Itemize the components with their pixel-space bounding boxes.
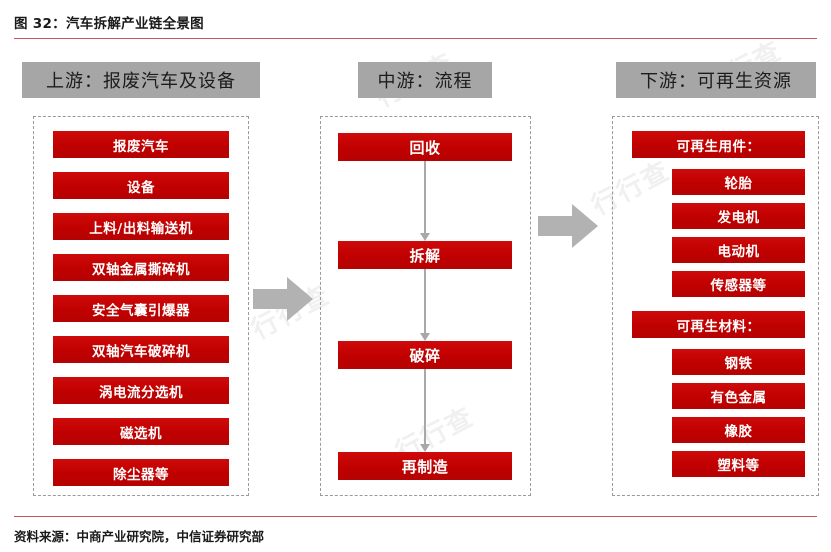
upstream-item[interactable]: 除尘器等 [53,459,229,486]
upstream-container [33,116,249,496]
downstream-item[interactable]: 塑料等 [672,451,805,477]
right-arrow-icon [253,277,313,321]
upstream-item[interactable]: 涡电流分选机 [53,377,229,404]
downstream-category[interactable]: 可再生用件： [632,131,805,158]
downstream-container [612,116,819,496]
downstream-item[interactable]: 有色金属 [672,383,805,409]
downstream-item[interactable]: 发电机 [672,203,805,229]
upstream-item[interactable]: 磁选机 [53,418,229,445]
source-divider [14,516,817,517]
arrow-midstream-to-downstream [538,202,598,250]
column-header-upstream: 上游：报废汽车及设备 [22,62,260,98]
midstream-item[interactable]: 破碎 [338,341,512,369]
column-header-midstream: 中游：流程 [358,62,492,98]
midstream-item[interactable]: 回收 [338,133,512,161]
right-arrow-icon [538,204,598,248]
column-header-downstream: 下游：可再生资源 [616,62,816,98]
downstream-item[interactable]: 传感器等 [672,271,805,297]
upstream-item[interactable]: 上料/出料输送机 [53,213,229,240]
midstream-item[interactable]: 再制造 [338,452,512,480]
midstream-item[interactable]: 拆解 [338,241,512,269]
downstream-item[interactable]: 橡胶 [672,417,805,443]
upstream-item[interactable]: 设备 [53,172,229,199]
flow-arrow-crush-to-remanufacture [420,369,430,452]
downstream-item[interactable]: 电动机 [672,237,805,263]
upstream-item[interactable]: 双轴汽车破碎机 [53,336,229,363]
upstream-item[interactable]: 报废汽车 [53,131,229,158]
midstream-container [320,116,531,496]
figure-title: 图 32：汽车拆解产业链全景图 [14,16,204,32]
downstream-item[interactable]: 轮胎 [672,169,805,195]
arrow-upstream-to-midstream [253,275,313,323]
flow-arrow-recycle-to-dismantle [420,161,430,241]
upstream-item[interactable]: 安全气囊引爆器 [53,295,229,322]
title-divider [14,38,817,39]
downstream-item[interactable]: 钢铁 [672,349,805,375]
upstream-item[interactable]: 双轴金属撕碎机 [53,254,229,281]
source-note: 资料来源：中商产业研究院，中信证券研究部 [14,529,265,544]
flow-arrow-dismantle-to-crush [420,269,430,341]
downstream-category[interactable]: 可再生材料： [632,311,805,338]
